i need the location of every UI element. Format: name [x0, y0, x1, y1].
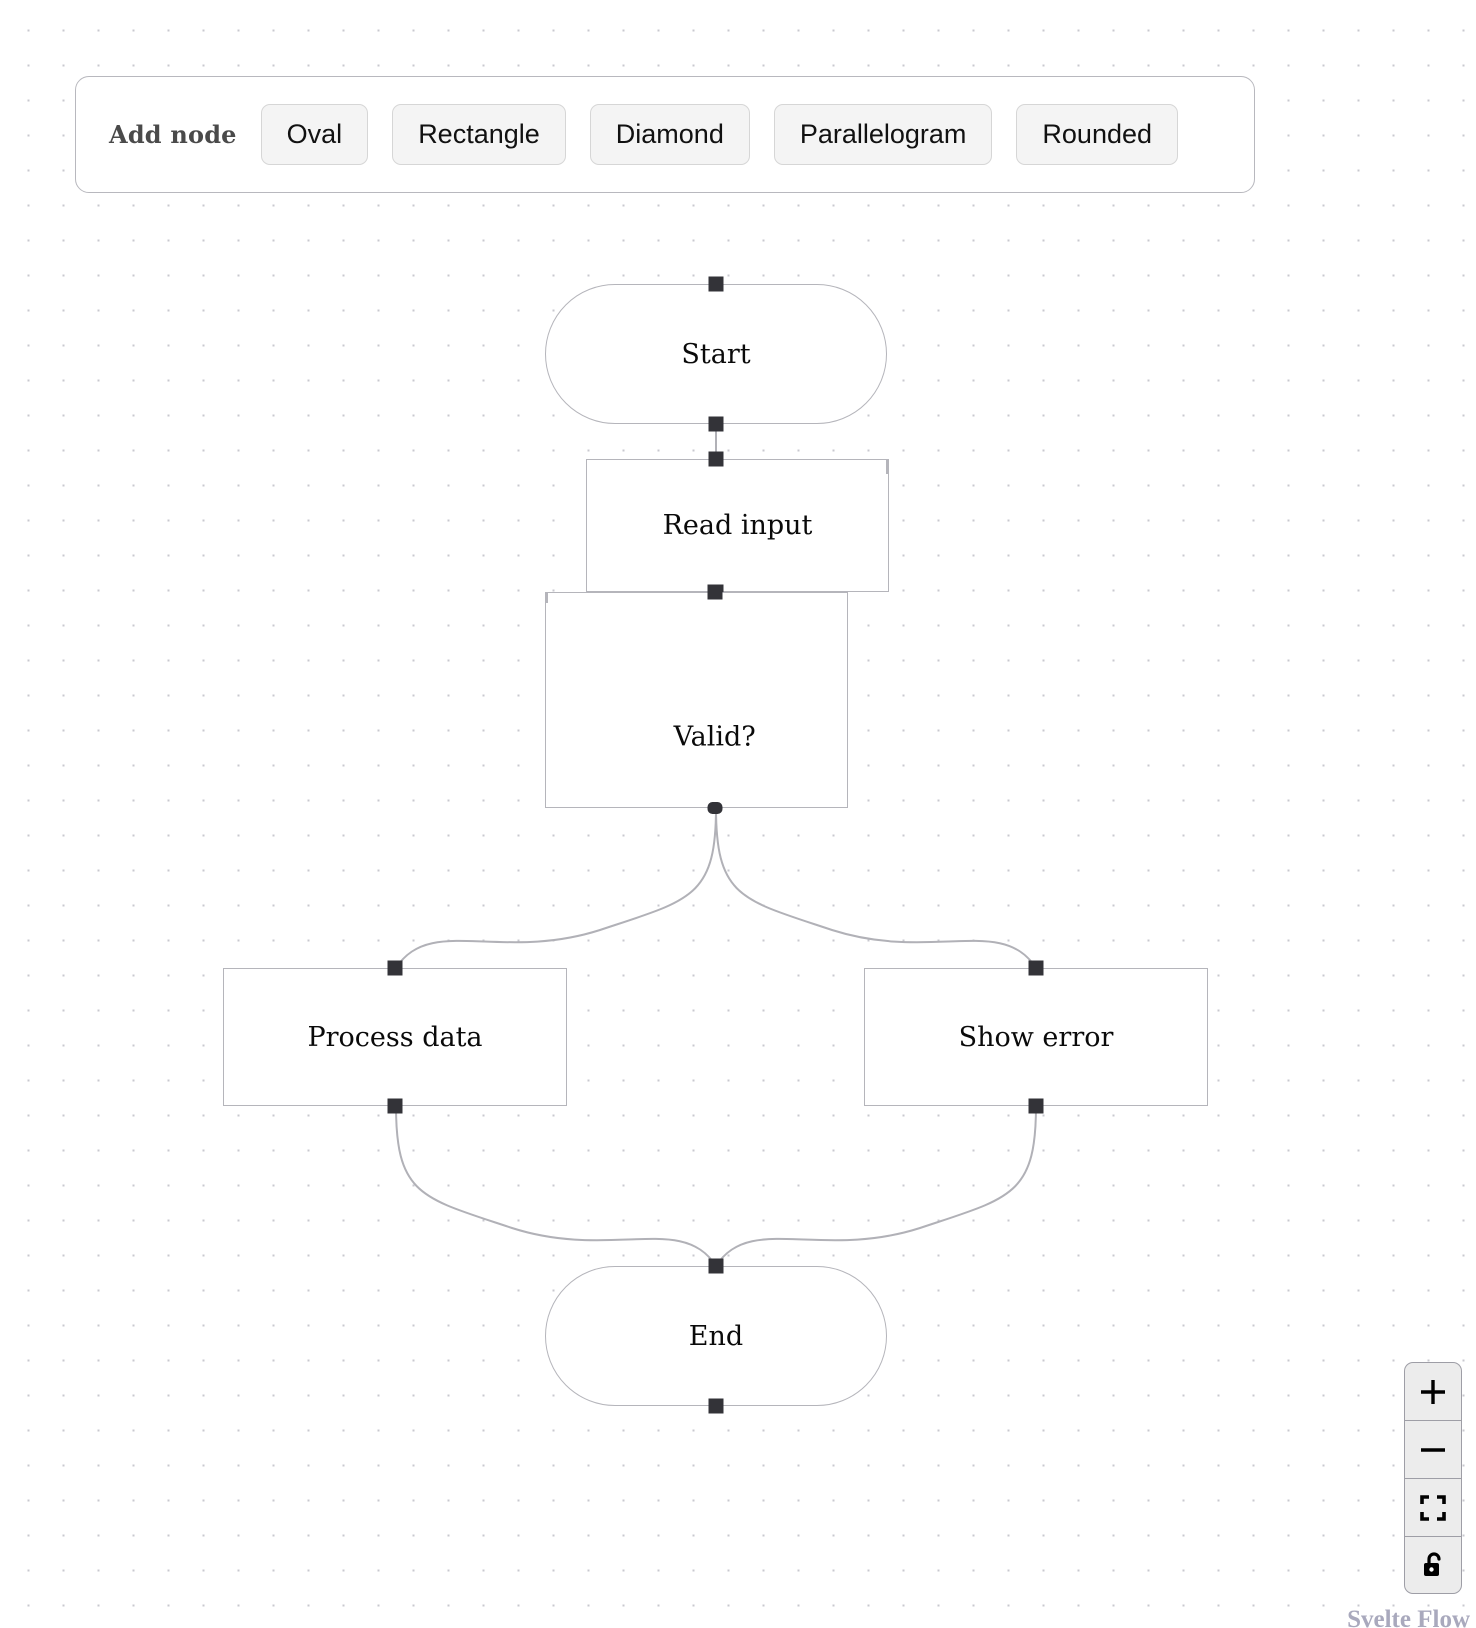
add-node-diamond-button[interactable]: Diamond: [589, 104, 750, 165]
oval-shape: [545, 284, 887, 424]
flow-node-read-input[interactable]: Read input: [586, 451, 889, 600]
parallelogram-shape: [586, 459, 889, 592]
handle-show-error-bottom[interactable]: [1028, 1098, 1044, 1114]
handle-valid-bottom[interactable]: [707, 802, 723, 814]
add-node-parallelogram-button[interactable]: Parallelogram: [773, 104, 993, 165]
add-node-toolbar-panel: Add node Oval Rectangle Diamond Parallel…: [75, 76, 1255, 193]
edge-valid-to-show-error: [715, 807, 1037, 969]
handle-end-top[interactable]: [708, 1258, 724, 1274]
fit-view-button[interactable]: [1404, 1478, 1462, 1536]
zoom-in-button[interactable]: [1404, 1362, 1462, 1420]
flow-node-valid[interactable]: Valid?: [545, 584, 848, 814]
handle-start-top[interactable]: [708, 276, 724, 292]
handle-process-data-bottom[interactable]: [387, 1098, 403, 1114]
add-node-rectangle-button[interactable]: Rectangle: [392, 104, 566, 165]
handle-show-error-top[interactable]: [1028, 960, 1044, 976]
handle-read-input-top[interactable]: [708, 451, 724, 467]
rectangle-shape: [223, 968, 567, 1106]
handle-end-bottom[interactable]: [708, 1398, 724, 1414]
rectangle-shape: [864, 968, 1208, 1106]
attribution-label: Svelte Flow: [1347, 1606, 1470, 1628]
diamond-shape: [545, 592, 848, 808]
flow-node-end[interactable]: End: [545, 1258, 887, 1414]
flow-node-show-error[interactable]: Show error: [864, 960, 1208, 1114]
edge-show-error-to-end: [715, 1105, 1037, 1267]
toggle-interactivity-button[interactable]: [1404, 1536, 1462, 1594]
edge-process-data-to-end: [395, 1105, 717, 1267]
handle-valid-top[interactable]: [707, 584, 723, 600]
edge-valid-to-process-data: [395, 807, 717, 969]
flow-node-process-data[interactable]: Process data: [223, 960, 567, 1114]
plus-icon: [1418, 1377, 1448, 1407]
add-node-rounded-button[interactable]: Rounded: [1016, 104, 1179, 165]
oval-shape: [545, 1266, 887, 1406]
add-node-label: Add node: [109, 120, 237, 149]
minus-icon: [1418, 1435, 1448, 1465]
flow-node-start[interactable]: Start: [545, 276, 887, 432]
handle-start-bottom[interactable]: [708, 416, 724, 432]
add-node-oval-button[interactable]: Oval: [260, 104, 369, 165]
flow-controls-panel: [1404, 1362, 1462, 1594]
fit-view-icon: [1419, 1494, 1447, 1522]
zoom-out-button[interactable]: [1404, 1420, 1462, 1478]
handle-process-data-top[interactable]: [387, 960, 403, 976]
unlock-icon: [1419, 1551, 1447, 1579]
